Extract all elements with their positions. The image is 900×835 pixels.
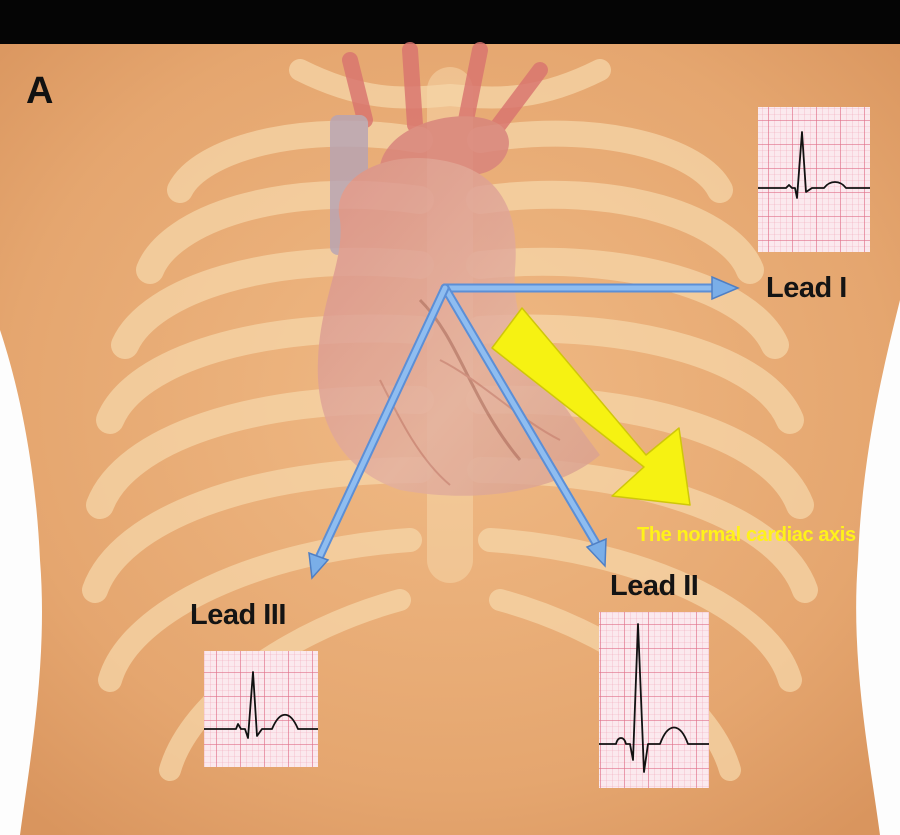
ecg-strip-lead-iii bbox=[204, 651, 318, 767]
lead-ii-label: Lead II bbox=[610, 572, 698, 601]
panel-letter: A bbox=[26, 72, 53, 110]
ecg-strip-lead-ii bbox=[599, 612, 709, 788]
lead-iii-label: Lead III bbox=[190, 601, 286, 630]
lead-i-label: Lead I bbox=[766, 274, 847, 303]
ecg-strip-lead-i bbox=[758, 107, 870, 252]
cardiac-axis-label: The normal cardiac axis bbox=[637, 525, 856, 545]
